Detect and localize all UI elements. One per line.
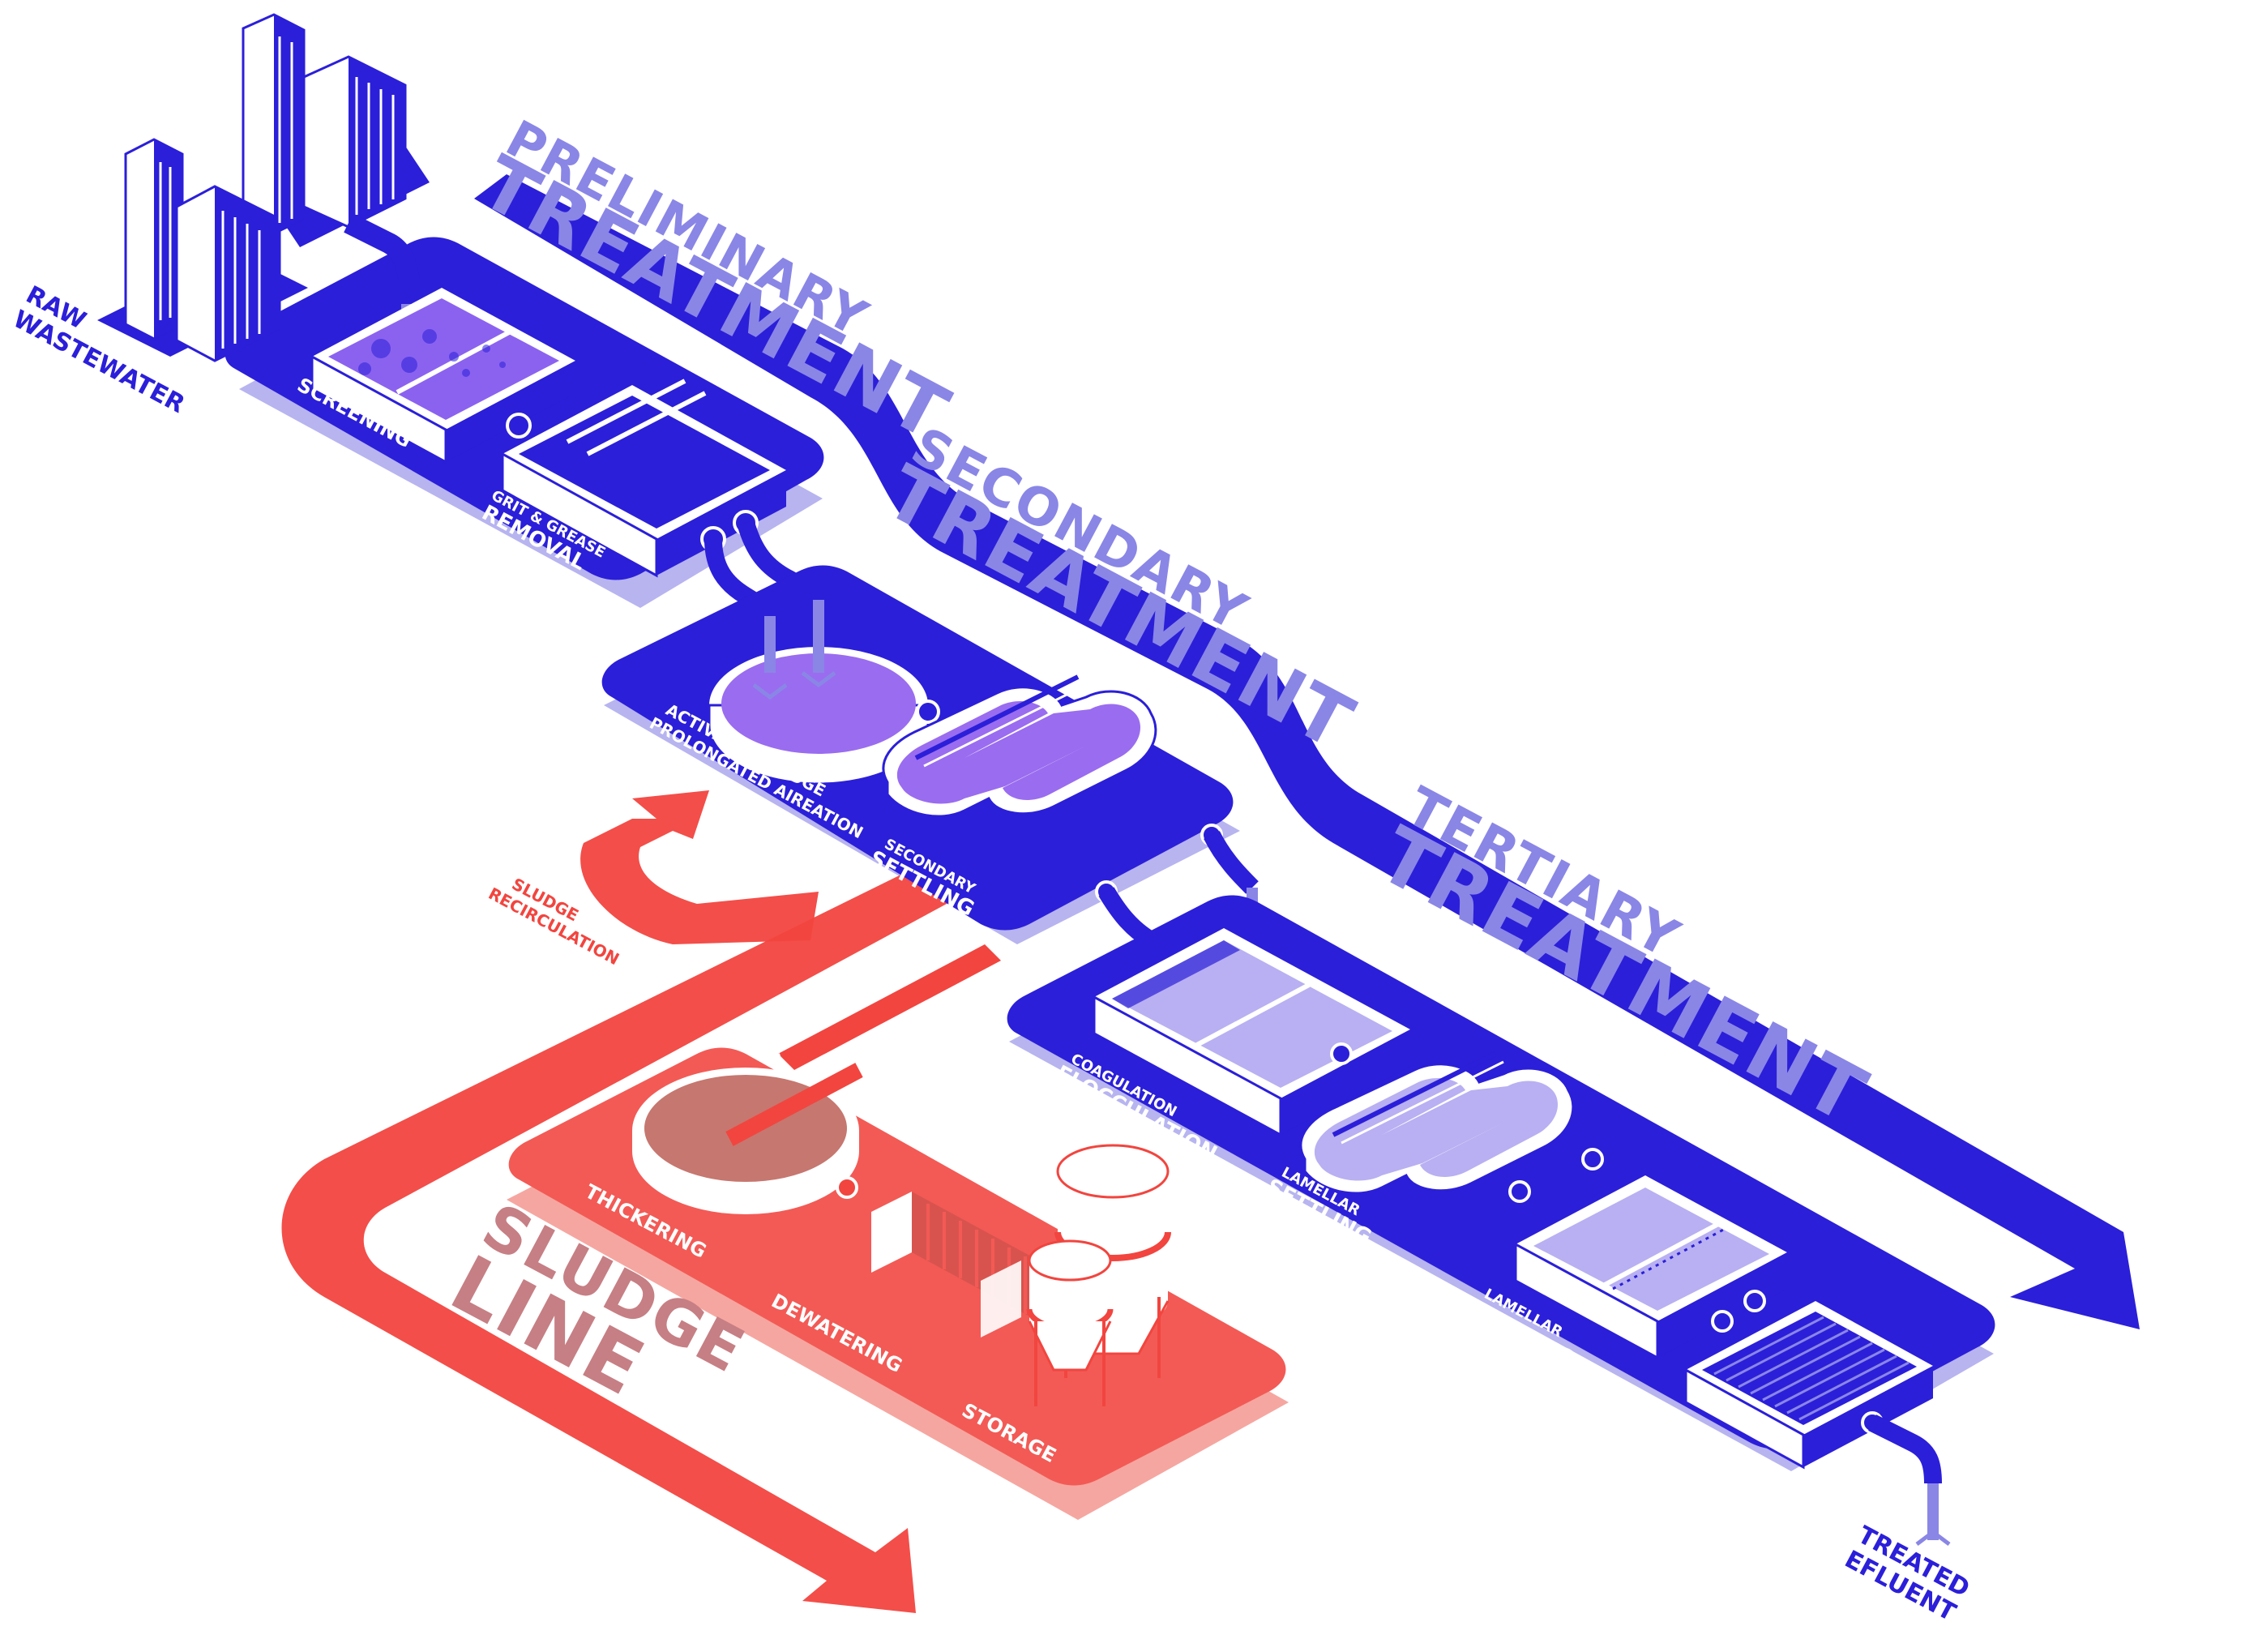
filter-press-icon <box>871 1192 1054 1337</box>
grit-grease-tank <box>501 379 786 578</box>
pipe-icon <box>1330 1042 1353 1065</box>
pipe-icon <box>916 700 940 724</box>
silo-icon <box>1026 1239 1114 1406</box>
building-icon <box>124 138 184 340</box>
treated-effluent-label: TREATED EFLUENT <box>1840 1521 1974 1627</box>
filter-tank <box>1684 1301 1933 1470</box>
secondary-settling-tank <box>882 674 1223 903</box>
pipe-icon <box>1743 1290 1766 1312</box>
lamellar-settling-tank <box>1299 1051 1604 1203</box>
pipe-icon <box>836 1176 858 1199</box>
pipe-icon <box>1711 1310 1734 1333</box>
buildings-icon <box>97 13 430 362</box>
building-icon <box>302 55 407 229</box>
screening-tank <box>310 288 575 464</box>
treatment-flow-band <box>474 174 2140 1329</box>
sludge-flow <box>281 790 1001 1613</box>
thickener-tank <box>632 1053 863 1214</box>
building-icon <box>175 185 281 362</box>
lamellar-settling-tank-2 <box>1514 1175 1787 1360</box>
building-icon <box>242 13 306 235</box>
clarifier-tank-icon <box>708 600 930 785</box>
pipe-icon <box>1861 1411 1951 1546</box>
